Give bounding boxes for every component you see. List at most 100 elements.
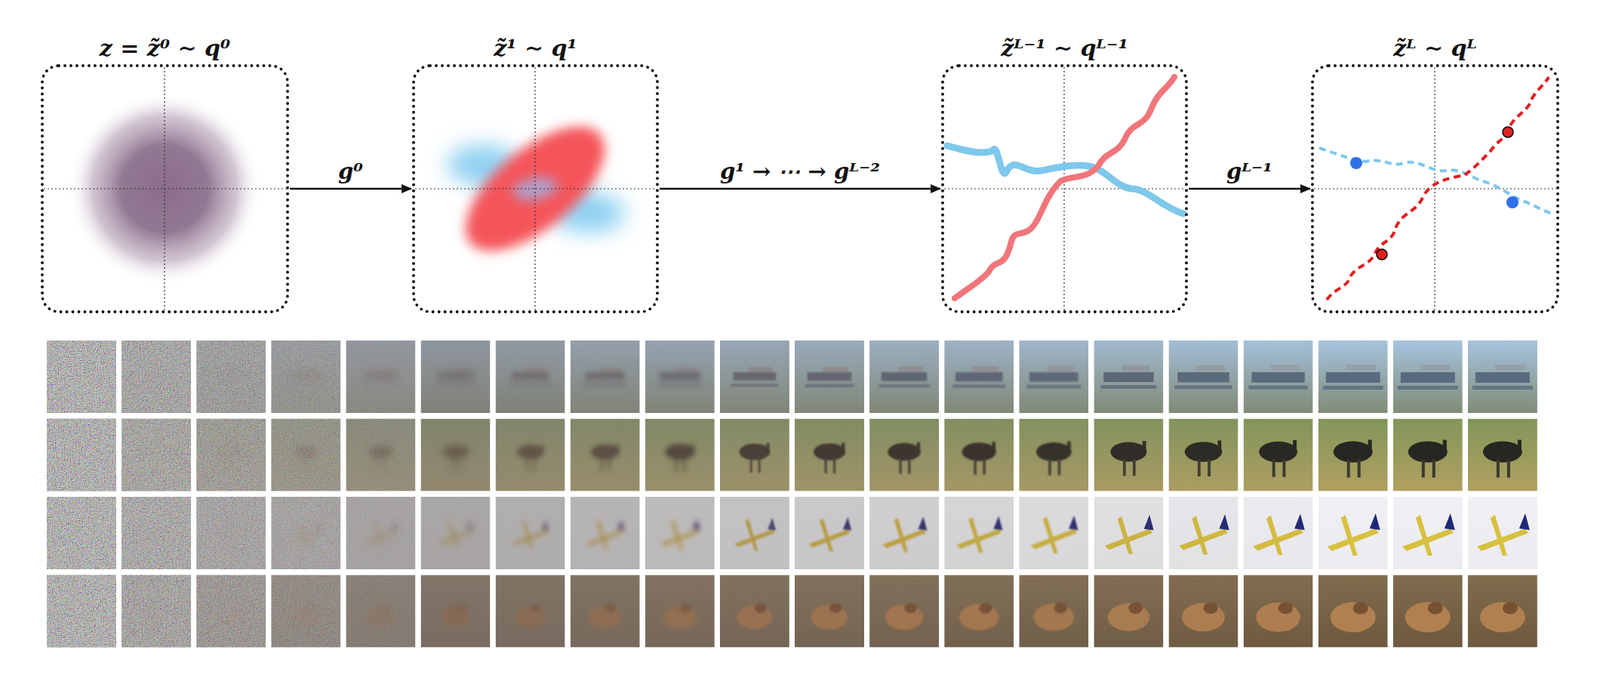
sample-image: [944, 418, 1014, 492]
sample-image: [421, 340, 491, 413]
sample-image: [720, 340, 790, 413]
axis: [415, 187, 656, 189]
panel-heading: z̃¹ ∼ q¹: [493, 34, 577, 62]
sample-image: [121, 418, 191, 492]
sample-image: [345, 340, 416, 413]
axis: [534, 67, 536, 311]
red-manifold: [1326, 76, 1549, 300]
sample-image: [794, 575, 865, 648]
red-ribbon: [954, 76, 1175, 299]
sample-image: [720, 496, 790, 570]
transform-label: g⁰: [335, 158, 367, 185]
sample-image: [1393, 418, 1463, 492]
sample-image: [1018, 340, 1089, 413]
sample-image: [1243, 496, 1314, 570]
axis: [1063, 67, 1065, 311]
sample-image: [270, 496, 341, 570]
sample-image: [1018, 496, 1089, 570]
sample-image: [1393, 575, 1463, 648]
distribution-panel: z̃¹ ∼ q¹: [412, 64, 659, 314]
sample-image: [869, 340, 939, 413]
sample-dot: [1376, 249, 1388, 260]
sample-image: [1318, 496, 1388, 570]
sample-image: [495, 575, 566, 648]
sample-image: [1169, 418, 1239, 492]
sample-image: [944, 340, 1014, 413]
sample-image: [1243, 340, 1314, 413]
sample-image: [196, 340, 266, 413]
sample-image: [46, 340, 117, 413]
sample-image: [1169, 575, 1239, 648]
sample-image: [944, 496, 1014, 570]
sample-image: [121, 496, 191, 570]
sample-image: [645, 575, 715, 648]
sample-image: [46, 496, 117, 570]
sample-image: [794, 418, 865, 492]
sample-image: [1093, 575, 1164, 648]
sample-image: [421, 418, 491, 492]
distribution-panel: z̃ᴸ ∼ qᴸ: [1310, 64, 1560, 314]
sample-image: [1467, 418, 1538, 492]
sample-image: [1318, 418, 1388, 492]
sample-image: [1018, 575, 1089, 648]
sample-image: [869, 418, 939, 492]
sample-image: [720, 575, 790, 648]
sample-image: [794, 496, 865, 570]
sample-image: [1169, 340, 1239, 413]
sample-image: [421, 496, 491, 570]
sample-image: [121, 340, 191, 413]
sample-image: [1018, 418, 1089, 492]
transform-arrow: [1188, 187, 1311, 191]
sample-image: [1093, 340, 1164, 413]
sample-image: [1243, 418, 1314, 492]
panel-heading: z = z̃⁰ ∼ q⁰: [99, 34, 231, 62]
sample-image: [570, 496, 640, 570]
axis: [43, 187, 287, 189]
sample-image: [495, 496, 566, 570]
transform-label: gᴸ⁻¹: [1223, 158, 1276, 185]
sample-image: [1093, 418, 1164, 492]
sample-image: [570, 575, 640, 648]
sample-image: [869, 575, 939, 648]
distribution-panel: z = z̃⁰ ∼ q⁰: [40, 64, 290, 314]
sample-image: [1467, 340, 1538, 413]
distribution-panel: z̃ᴸ⁻¹ ∼ qᴸ⁻¹: [941, 64, 1188, 314]
sample-image: [270, 575, 341, 648]
transform-arrow: [659, 187, 941, 191]
sample-image: [345, 496, 416, 570]
sample-image: [869, 496, 939, 570]
sample-image: [46, 418, 117, 492]
sample-image: [794, 340, 865, 413]
sample-image: [345, 575, 416, 648]
sample-image: [1393, 340, 1463, 413]
blue-manifold: [1319, 147, 1555, 215]
sample-image: [1243, 575, 1314, 648]
panel-heading: z̃ᴸ ∼ qᴸ: [1393, 34, 1477, 62]
sample-image: [570, 340, 640, 413]
transform-label: g¹ → ⋯ → gᴸ⁻²: [716, 158, 884, 185]
sample-image: [1318, 575, 1388, 648]
sample-image: [1093, 496, 1164, 570]
sample-image: [46, 575, 117, 648]
sample-image: [645, 340, 715, 413]
sample-image: [121, 575, 191, 648]
sample-image: [645, 418, 715, 492]
panel-heading: z̃ᴸ⁻¹ ∼ qᴸ⁻¹: [1000, 34, 1129, 62]
sample-image: [1467, 575, 1538, 648]
sample-image: [1467, 496, 1538, 570]
axis: [1313, 187, 1557, 189]
sample-image: [270, 418, 341, 492]
sample-image: [345, 418, 416, 492]
sample-image: [196, 496, 266, 570]
transform-arrow: [289, 187, 412, 191]
sample-dot: [1350, 156, 1363, 170]
sample-dot: [1506, 196, 1519, 209]
sample-image: [1393, 496, 1463, 570]
sample-image: [1169, 496, 1239, 570]
sample-image: [495, 340, 566, 413]
sample-image: [495, 418, 566, 492]
sample-image: [944, 575, 1014, 648]
